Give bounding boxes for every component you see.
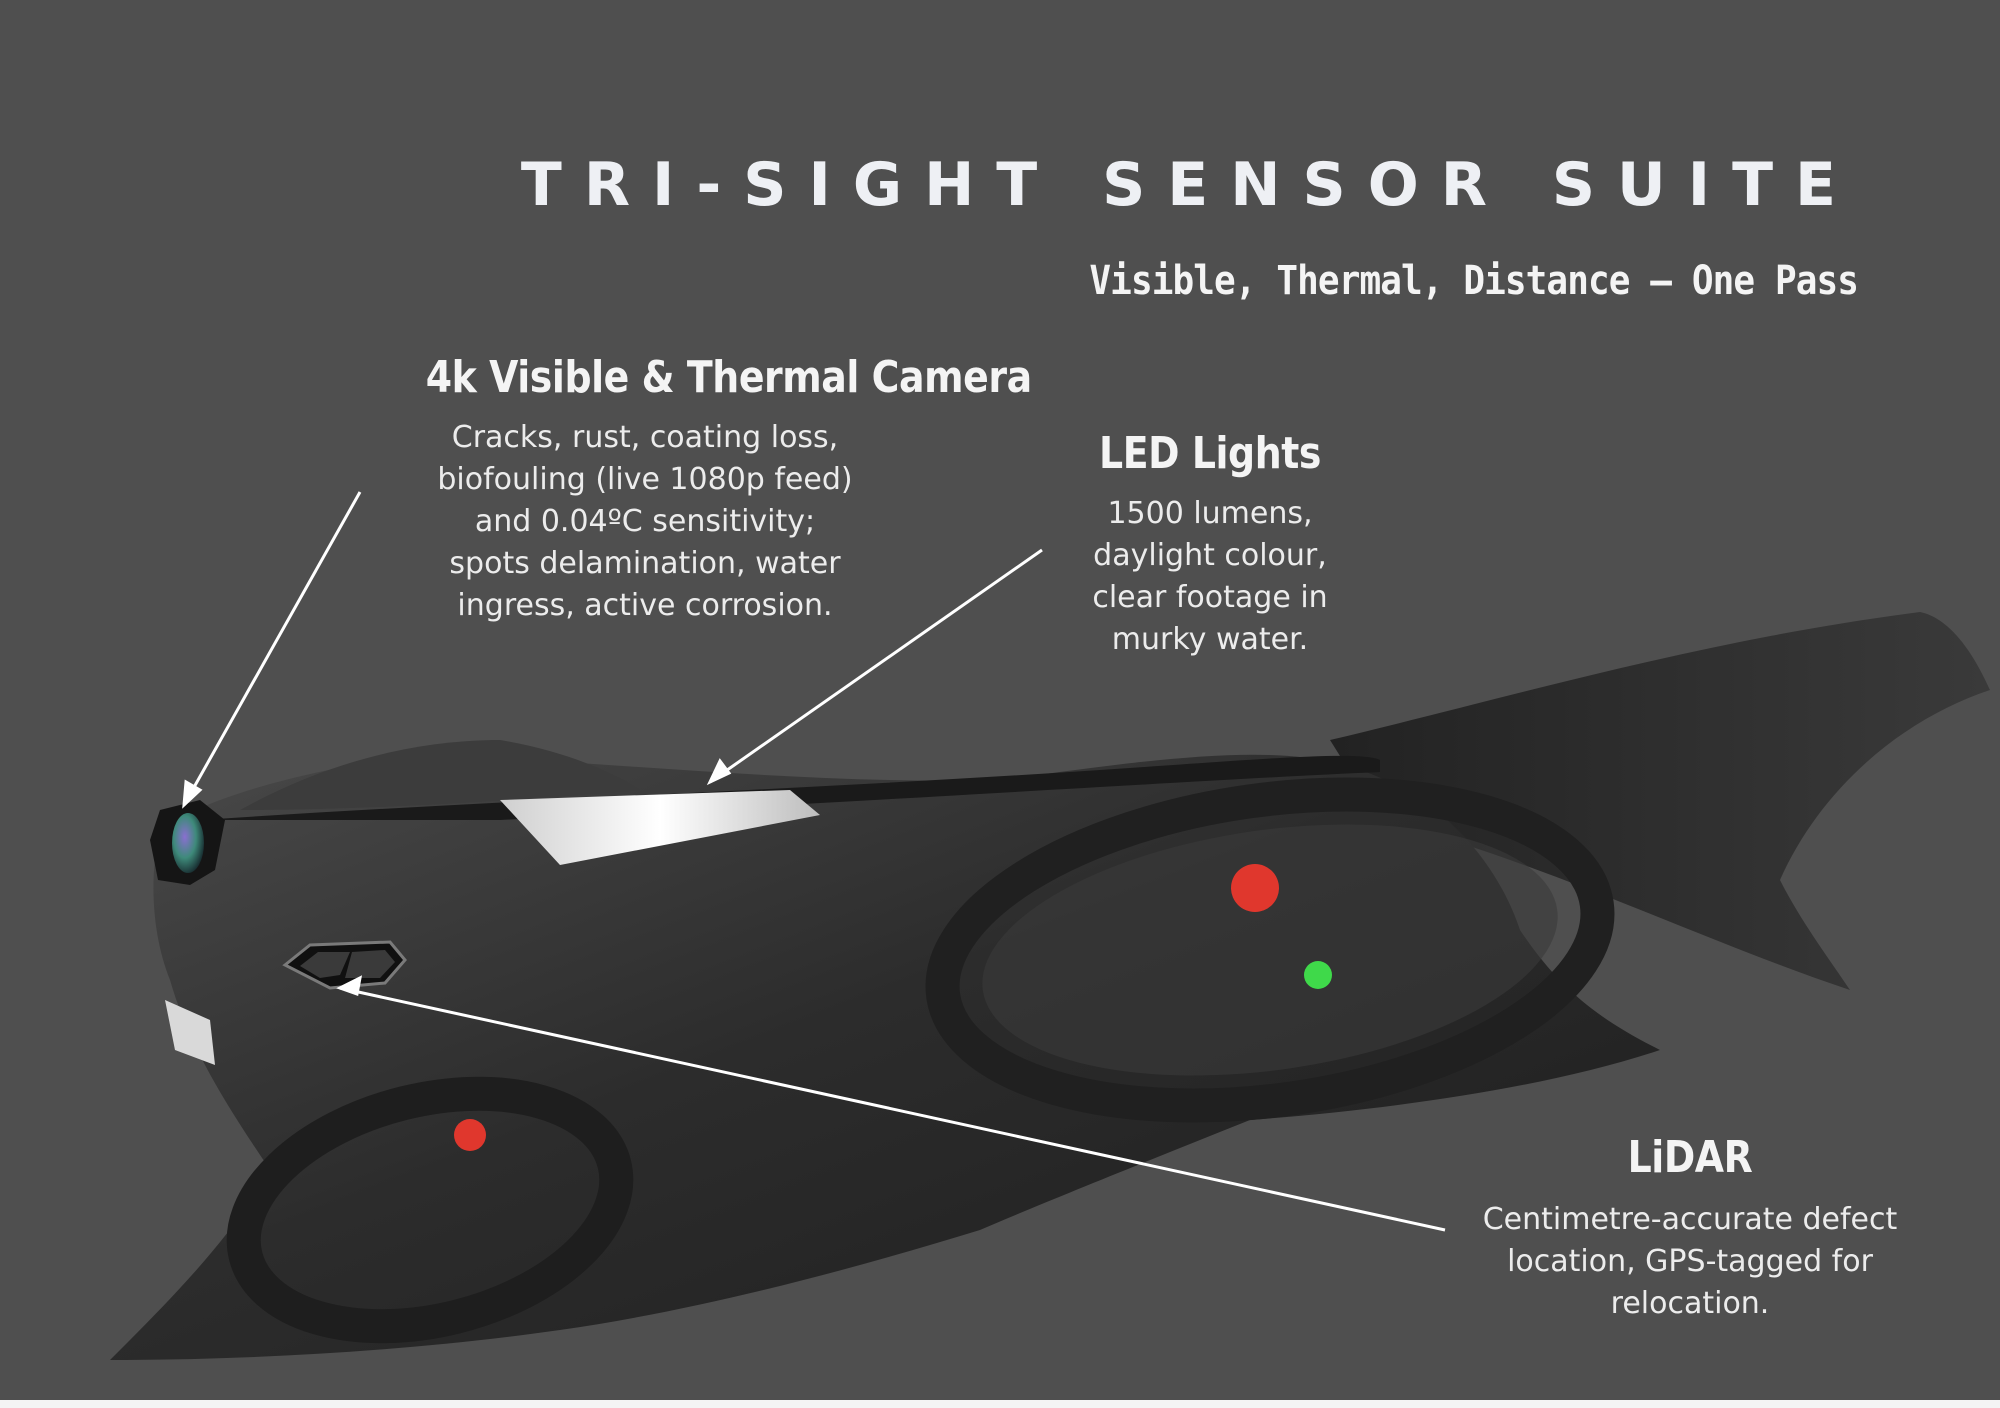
lidar-line: relocation. xyxy=(1610,1286,1770,1321)
camera-line: Cracks, rust, coating loss, xyxy=(451,420,839,455)
lidar-heading: LiDAR xyxy=(1627,1132,1753,1183)
led-strip-shape xyxy=(500,790,820,865)
led-description: 1500 lumens, daylight colour, clear foot… xyxy=(1040,493,1380,661)
led-line: 1500 lumens, xyxy=(1107,496,1313,531)
rotor-hub-right xyxy=(1231,864,1279,912)
lidar-pointer xyxy=(339,986,1446,1232)
lidar-line: location, GPS-tagged for xyxy=(1507,1244,1873,1279)
lidar-description: Centimetre-accurate defect location, GPS… xyxy=(1440,1199,1940,1325)
rotor-hub-left xyxy=(454,1119,486,1151)
status-light xyxy=(1304,961,1332,989)
camera-line: biofouling (live 1080p feed) xyxy=(437,462,853,497)
camera-pointer xyxy=(182,491,362,806)
camera-description: Cracks, rust, coating loss, biofouling (… xyxy=(390,417,900,627)
pointer-lines xyxy=(182,491,1446,1232)
led-heading: LED Lights xyxy=(1099,428,1321,479)
camera-heading: 4k Visible & Thermal Camera xyxy=(425,352,1032,403)
rotor-ring-right xyxy=(925,777,1615,1123)
spine xyxy=(200,755,1380,820)
bottom-border xyxy=(0,1400,2000,1408)
led-callout: LED Lights 1500 lumens, daylight colour,… xyxy=(1040,428,1380,661)
camera-line: and 0.04ºC sensitivity; xyxy=(474,504,816,539)
lidar-line: Centimetre-accurate defect xyxy=(1482,1202,1898,1237)
camera-line: ingress, active corrosion. xyxy=(457,588,833,623)
led-line: daylight colour, xyxy=(1093,538,1327,573)
page-subtitle: Visible, Thermal, Distance – One Pass xyxy=(1089,258,1859,304)
side-light xyxy=(165,1000,215,1065)
canopy xyxy=(240,740,640,810)
lidar-callout: LiDAR Centimetre-accurate defect locatio… xyxy=(1440,1132,1940,1325)
rotor-ring-left xyxy=(226,1076,634,1344)
led-pointer xyxy=(709,548,1043,784)
led-line: murky water. xyxy=(1111,622,1309,657)
led-line: clear footage in xyxy=(1092,580,1328,615)
camera-line: spots delamination, water xyxy=(449,546,841,581)
camera-callout: 4k Visible & Thermal Camera Cracks, rust… xyxy=(390,352,1032,627)
tail-fin xyxy=(1330,612,1990,990)
page-title: TRI-SIGHT SENSOR SUITE xyxy=(520,150,1858,220)
camera-lens xyxy=(172,813,204,873)
